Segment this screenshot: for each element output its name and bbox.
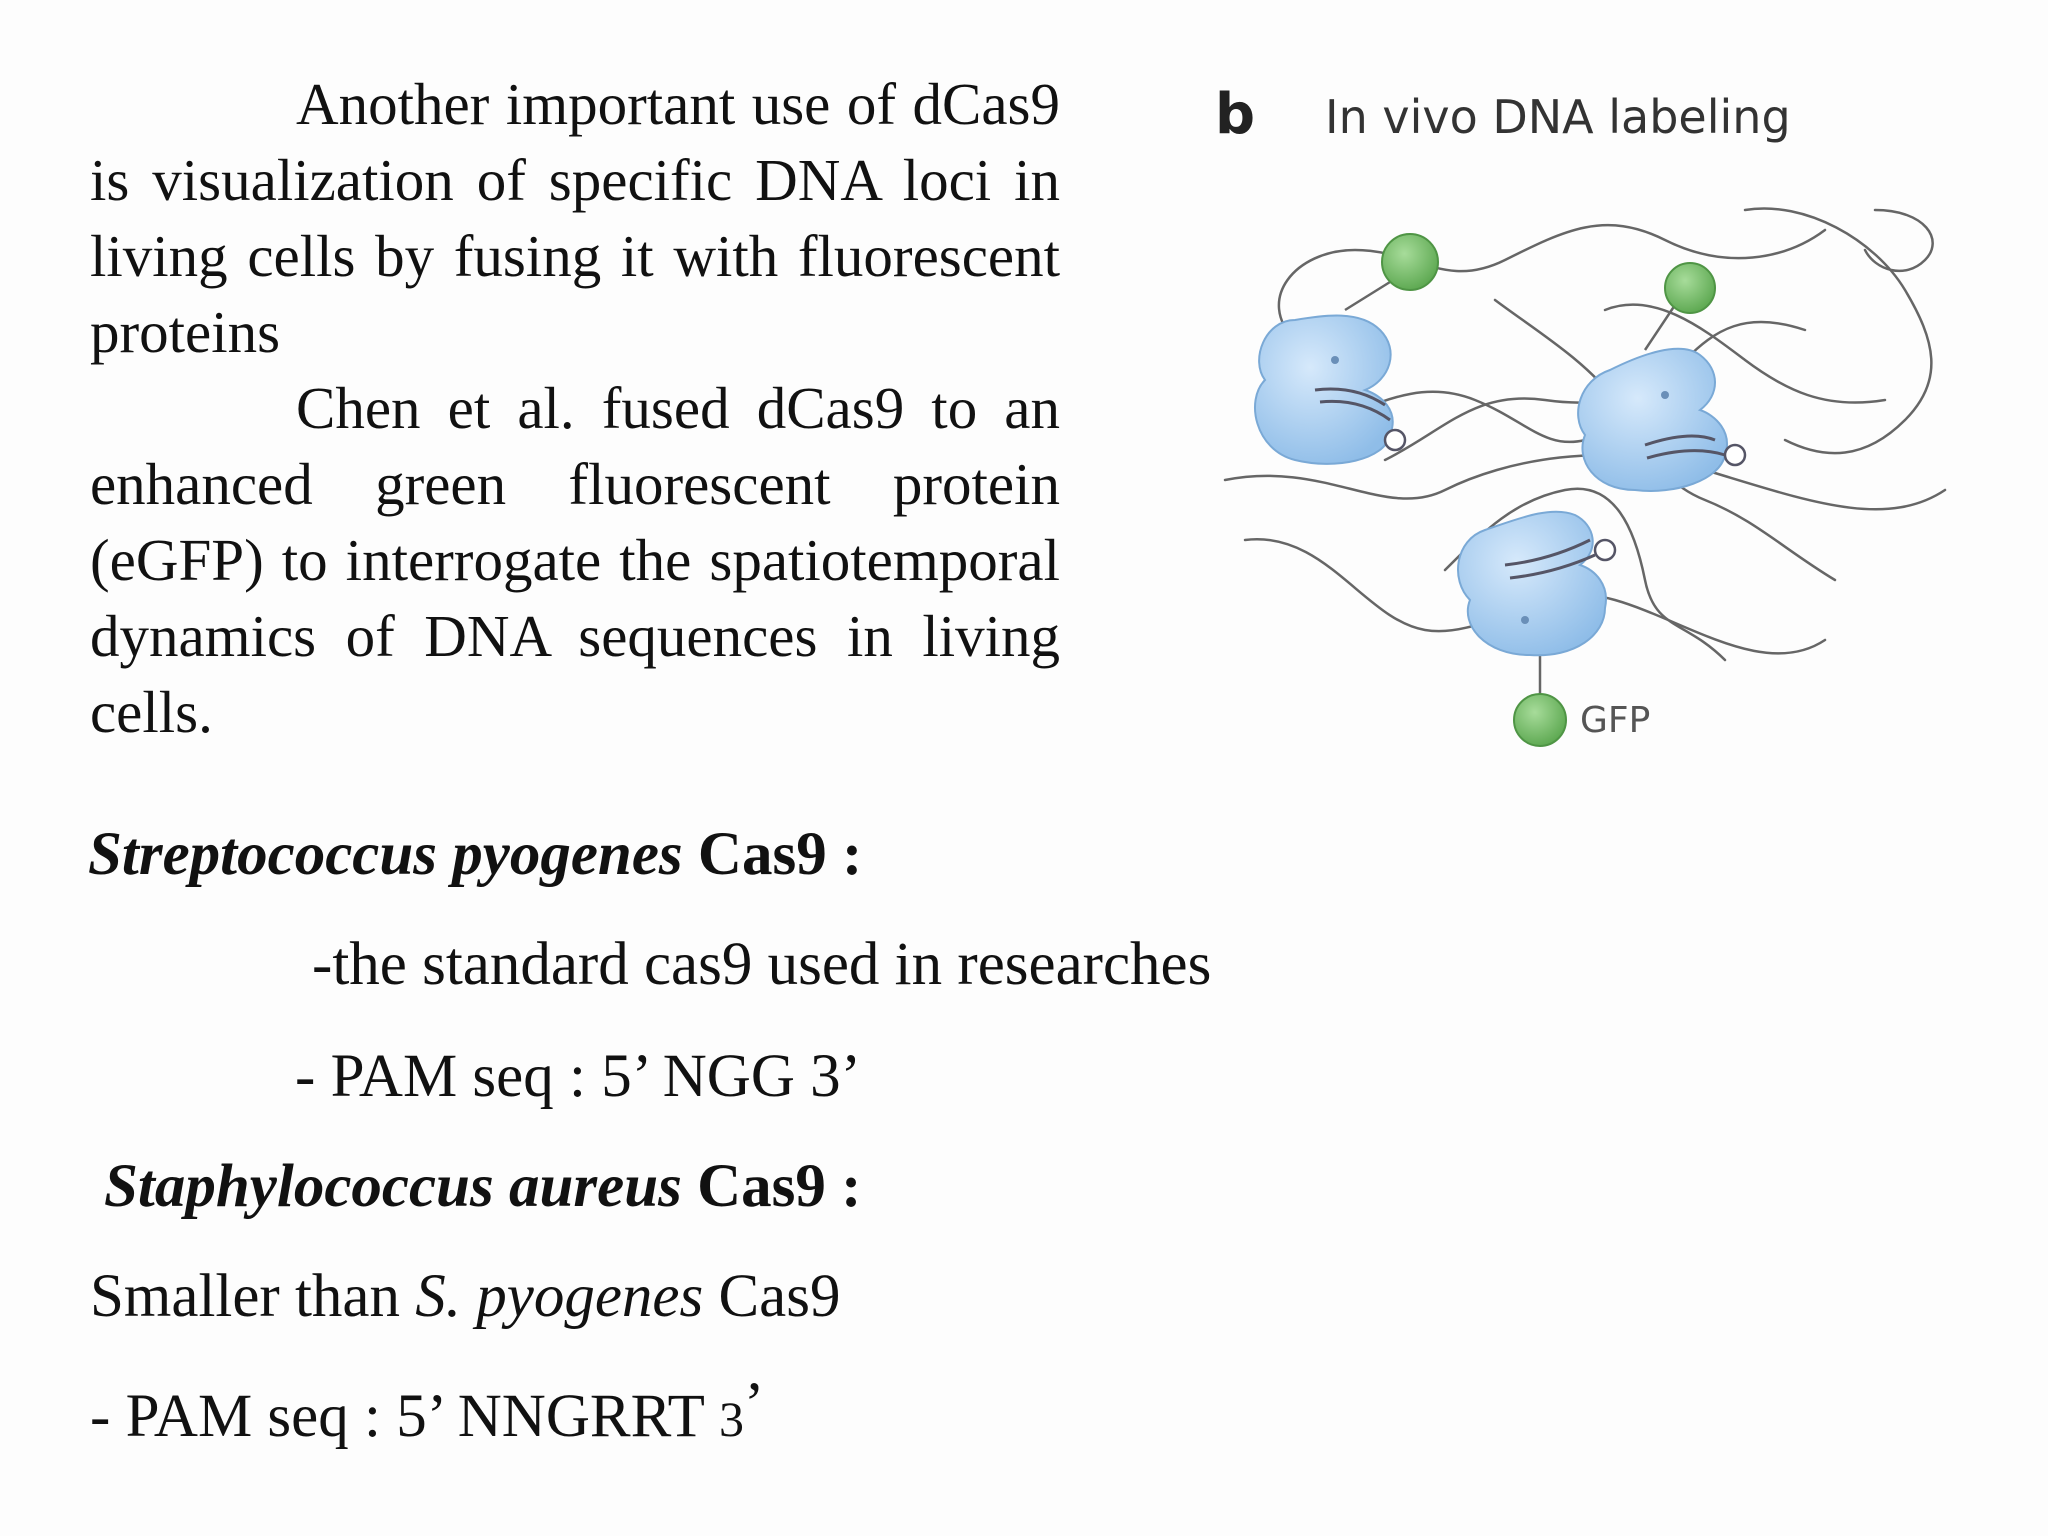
dcas9-complex-3 xyxy=(1457,510,1617,657)
figure-panel-letter: b xyxy=(1215,82,1256,147)
size-prefix: Smaller than xyxy=(90,1263,416,1330)
figure-title: In vivo DNA labeling xyxy=(1325,90,1791,144)
heading-cas9-label: Cas9 : xyxy=(681,1153,862,1220)
pam-prefix: - PAM seq : 5’ NNGRRT xyxy=(90,1383,720,1450)
gfp-label: GFP xyxy=(1580,700,1651,741)
paragraph-chen-egfp: Chen et al. fused dCas9 to an enhanced g… xyxy=(90,375,1060,745)
heading-species-italic: Streptococcus pyogenes xyxy=(88,821,683,888)
dcas9-complex-2 xyxy=(1577,347,1747,492)
gfp-sphere-1 xyxy=(1381,233,1439,291)
size-suffix: Cas9 xyxy=(703,1263,841,1330)
dcas9-complex-1 xyxy=(1254,314,1407,465)
pam-apostrophe: ’ xyxy=(744,1371,765,1438)
in-vivo-dna-labeling-figure: b In vivo DNA labeling GFP xyxy=(1185,60,1985,780)
s-aureus-size-line: Smaller than S. pyogenes Cas9 xyxy=(90,1262,840,1332)
heading-cas9-label: Cas9 : xyxy=(682,821,863,888)
pam-three: 3 xyxy=(719,1391,745,1447)
s-pyogenes-standard-line: -the standard cas9 used in researches xyxy=(312,931,1212,998)
heading-s-aureus-cas9: Staphylococcus aureus Cas9 : xyxy=(104,1152,861,1222)
size-species-italic: S. pyogenes xyxy=(415,1263,704,1330)
heading-s-pyogenes-cas9: Streptococcus pyogenes Cas9 : xyxy=(88,820,862,890)
s-pyogenes-pam-line: - PAM seq : 5’ NGG 3’ xyxy=(295,1043,861,1110)
dna-labeling-illustration xyxy=(1223,207,1947,747)
s-aureus-pam-line: - PAM seq : 5’ NNGRRT 3’ xyxy=(90,1371,764,1452)
paragraph-dcas9-visualization: Another important use of dCas9 is visual… xyxy=(90,71,1060,365)
gfp-sphere-3 xyxy=(1513,693,1567,747)
heading-species-italic: Staphylococcus aureus xyxy=(104,1153,682,1220)
gfp-sphere-2 xyxy=(1664,262,1716,314)
